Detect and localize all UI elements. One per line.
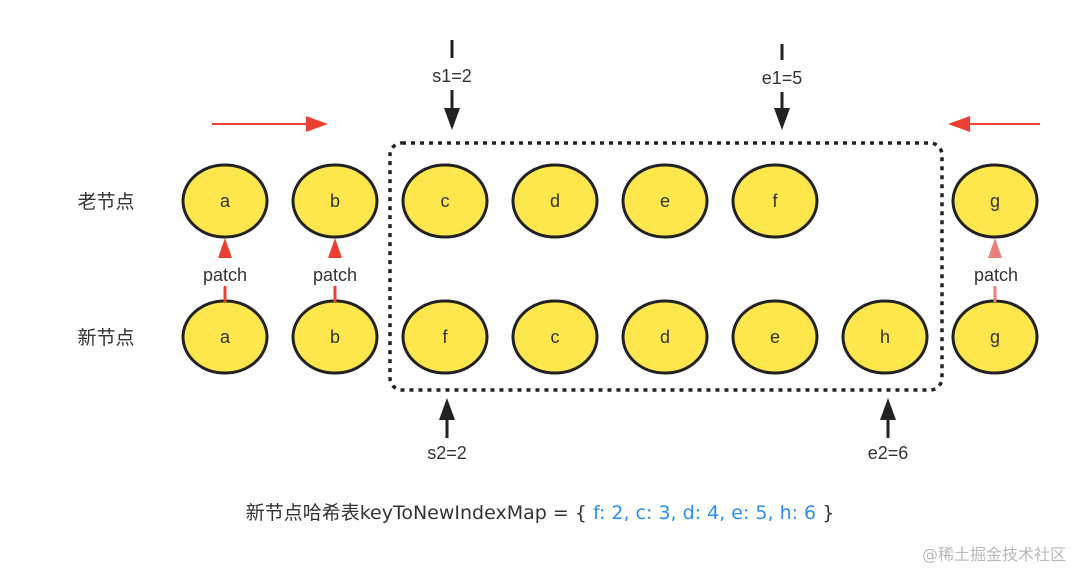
pointer-s2: s2=2 — [427, 398, 467, 463]
old-row-label: 老节点 — [77, 191, 134, 213]
old-node-label: e — [660, 191, 670, 211]
new-node-label: d — [660, 327, 670, 347]
new-node-c: c — [511, 299, 599, 375]
pointer-e1-label: e1=5 — [762, 68, 803, 88]
new-node-e: e — [731, 299, 819, 375]
old-node-label: c — [441, 191, 450, 211]
old-node-label: b — [330, 191, 340, 211]
new-node-label: g — [990, 327, 1000, 347]
watermark: @稀土掘金技术社区 — [921, 545, 1066, 564]
old-node-c: c — [401, 163, 489, 239]
old-node-label: d — [550, 191, 560, 211]
new-node-label: a — [220, 327, 231, 347]
patch-connector-g: patch — [974, 238, 1018, 302]
key-to-new-index-map-caption: 新节点哈希表keyToNewIndexMap = { f: 2, c: 3, d… — [0, 498, 1080, 525]
right-scan-arrow — [948, 116, 1040, 132]
new-node-label: c — [551, 327, 560, 347]
old-node-e: e — [621, 163, 709, 239]
old-node-b: b — [291, 163, 379, 239]
pointer-s2-label: s2=2 — [427, 443, 467, 463]
new-node-g: g — [951, 299, 1039, 375]
patch-label: patch — [974, 265, 1018, 285]
new-row-label: 新节点 — [77, 327, 134, 349]
new-node-h: h — [841, 299, 929, 375]
old-node-a: a — [181, 163, 269, 239]
patch-connector-b: patch — [313, 238, 357, 302]
new-node-label: b — [330, 327, 340, 347]
old-node-g: g — [951, 163, 1039, 239]
new-node-label: f — [442, 327, 448, 347]
caption-prefix: 新节点哈希表keyToNewIndexMap = { — [245, 502, 587, 524]
pointer-e2-label: e2=6 — [868, 443, 909, 463]
old-node-label: a — [220, 191, 231, 211]
left-scan-arrow — [212, 116, 328, 132]
new-node-b: b — [291, 299, 379, 375]
new-node-label: e — [770, 327, 780, 347]
new-node-d: d — [621, 299, 709, 375]
caption-suffix: } — [822, 502, 835, 524]
pointer-e2: e2=6 — [868, 398, 909, 463]
patch-label: patch — [203, 265, 247, 285]
caption-map-entries: f: 2, c: 3, d: 4, e: 5, h: 6 — [592, 502, 817, 524]
patch-label: patch — [313, 265, 357, 285]
old-node-label: f — [772, 191, 778, 211]
old-node-d: d — [511, 163, 599, 239]
patch-connector-a: patch — [203, 238, 247, 302]
pointer-s1-label: s1=2 — [432, 66, 472, 86]
pointer-e1: e1=5 — [762, 44, 803, 130]
old-node-label: g — [990, 191, 1000, 211]
unknown-sequence-box — [388, 141, 944, 392]
new-node-f: f — [401, 299, 489, 375]
new-node-a: a — [181, 299, 269, 375]
pointer-s1: s1=2 — [432, 40, 472, 130]
old-node-f: f — [731, 163, 819, 239]
new-node-label: h — [880, 327, 890, 347]
